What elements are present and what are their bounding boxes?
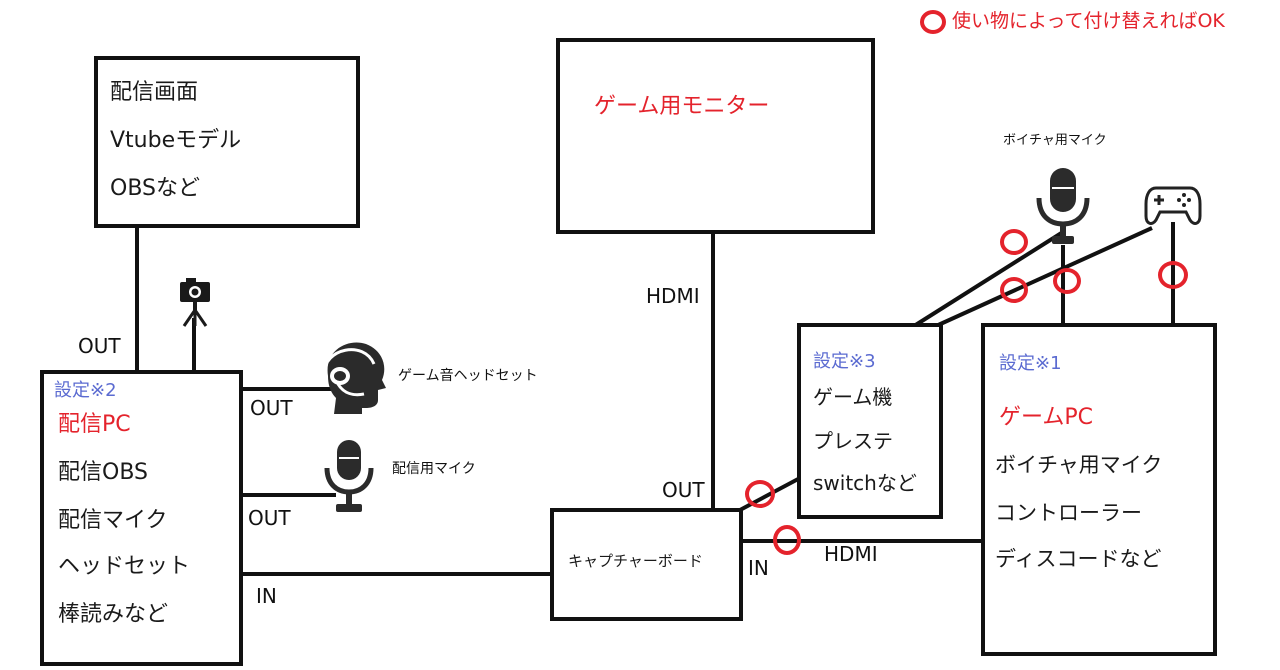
- game-console-line: プレステ: [813, 429, 893, 453]
- stream-screen-line: OBSなど: [110, 176, 200, 201]
- headset-icon: [314, 336, 390, 414]
- out-label: OUT: [250, 396, 293, 420]
- hdmi-label: HDMI: [646, 284, 700, 308]
- setting-label: 設定※1: [999, 353, 1062, 374]
- voice-mic-label: ボイチャ用マイク: [1003, 133, 1107, 148]
- wire-console-to-controller: [935, 226, 1153, 328]
- camera-icon: [176, 272, 216, 328]
- game-monitor-title: ゲーム用モニター: [594, 94, 770, 119]
- out-label: OUT: [78, 334, 121, 358]
- swappable-marker: [1158, 261, 1188, 289]
- game-pc-line: コントローラー: [995, 501, 1142, 525]
- game-monitor-box: ゲーム用モニター: [556, 38, 875, 234]
- game-pc-line: ディスコードなど: [995, 547, 1162, 571]
- microphone-icon: [322, 438, 376, 514]
- in-label: IN: [748, 556, 769, 580]
- stream-screen-line: 配信画面: [110, 80, 199, 105]
- swappable-marker: [1053, 268, 1081, 294]
- game-console-box: 設定※3 ゲーム機 プレステ switchなど: [797, 323, 943, 519]
- stream-screen-box: 配信画面 Vtubeモデル OBSなど: [94, 56, 360, 228]
- stream-pc-line: 配信マイク: [58, 508, 168, 533]
- game-console-line: ゲーム機: [813, 385, 893, 409]
- stream-mic-label: 配信用マイク: [392, 461, 476, 477]
- stream-pc-line: ヘッドセット: [58, 554, 191, 579]
- capture-board-label: キャプチャーボード: [568, 552, 703, 570]
- swappable-marker: [1000, 229, 1028, 255]
- stream-screen-line: Vtubeモデル: [110, 128, 242, 153]
- headset-label: ゲーム音ヘッドセット: [398, 368, 538, 384]
- game-pc-line: ボイチャ用マイク: [995, 453, 1163, 477]
- stream-pc-title: 配信PC: [58, 412, 131, 437]
- stream-pc-line: 配信OBS: [58, 460, 148, 485]
- setting-label: 設定※3: [813, 351, 876, 372]
- game-pc-box: 設定※1 ゲームPC ボイチャ用マイク コントローラー ディスコードなど: [981, 323, 1217, 656]
- hdmi-label: HDMI: [824, 542, 878, 566]
- wire-console-to-voice-mic: [912, 230, 1065, 328]
- swappable-marker: [745, 480, 775, 508]
- game-console-line: switchなど: [813, 471, 917, 495]
- capture-board-box: キャプチャーボード: [550, 508, 743, 621]
- microphone-icon: [1034, 166, 1092, 246]
- stream-pc-line: 棒読みなど: [58, 602, 169, 627]
- setting-label: 設定※2: [54, 380, 117, 401]
- swappable-marker: [1000, 277, 1028, 303]
- out-label: OUT: [248, 506, 291, 530]
- legend-circle-icon: [920, 10, 946, 34]
- out-label: OUT: [662, 478, 705, 502]
- legend-text: 使い物によって付け替えればOK: [952, 10, 1225, 32]
- swappable-marker: [773, 525, 801, 555]
- stream-pc-box: 設定※2 配信PC 配信OBS 配信マイク ヘッドセット 棒読みなど: [40, 370, 243, 666]
- game-pc-title: ゲームPC: [999, 405, 1093, 430]
- gamepad-icon: [1144, 182, 1202, 228]
- in-label: IN: [256, 584, 277, 608]
